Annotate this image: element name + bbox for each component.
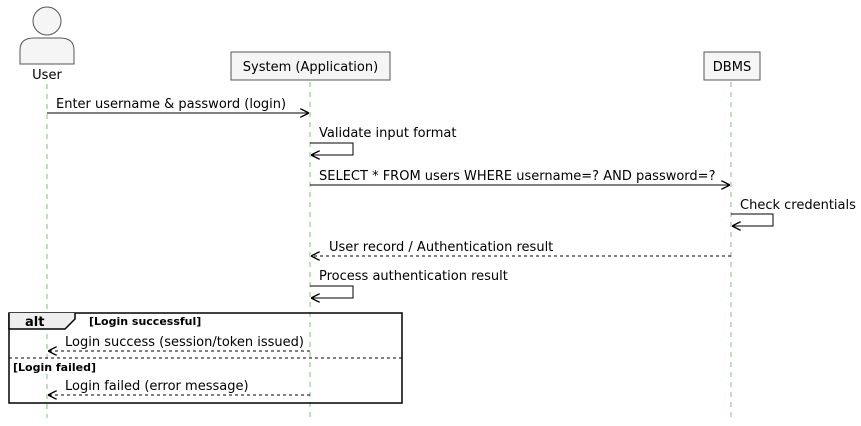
alt-fragment: alt [Login successful] Login success (se… bbox=[8, 312, 403, 404]
message-check-label: Check credentials bbox=[740, 198, 856, 213]
actor-user-icon bbox=[19, 6, 75, 65]
message-validate-arrow bbox=[310, 142, 354, 155]
message-login-label: Enter username & password (login) bbox=[56, 97, 286, 112]
participant-dbms-label: DBMS bbox=[713, 60, 751, 75]
message-process-arrow bbox=[310, 285, 354, 298]
message-validate-label: Validate input format bbox=[319, 126, 456, 141]
message-query-label: SELECT * FROM users WHERE username=? AND… bbox=[319, 169, 715, 184]
message-failed-label: Login failed (error message) bbox=[65, 379, 249, 394]
message-result-label: User record / Authentication result bbox=[329, 240, 553, 255]
message-check-arrow bbox=[731, 213, 774, 226]
participant-system-box bbox=[230, 51, 391, 81]
alt-guard-success: [Login successful] bbox=[89, 315, 201, 328]
alt-fragment-tab bbox=[8, 313, 76, 330]
participant-dbms-box bbox=[703, 51, 761, 81]
participant-user-label: User bbox=[32, 68, 62, 83]
message-process-label: Process authentication result bbox=[319, 269, 508, 284]
message-success-label: Login success (session/token issued) bbox=[65, 335, 304, 350]
participant-system-label: System (Application) bbox=[243, 60, 378, 75]
alt-keyword: alt bbox=[25, 315, 44, 330]
alt-guard-failed: [Login failed] bbox=[13, 361, 96, 374]
